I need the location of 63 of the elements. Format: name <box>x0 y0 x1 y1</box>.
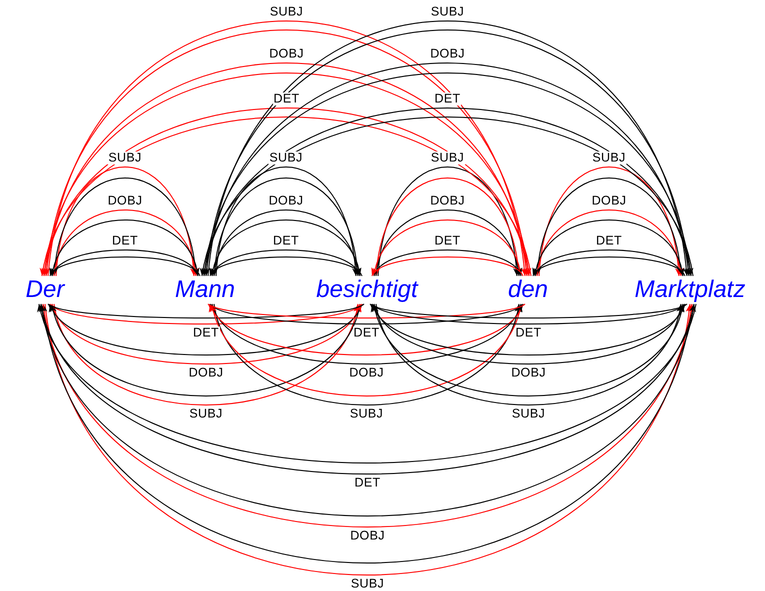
edge-label: DET <box>434 234 462 248</box>
arc-arrow <box>376 210 521 276</box>
arc-arrow <box>50 304 362 324</box>
edge-label: DOBJ <box>106 194 144 208</box>
edge-label: SUBJ <box>591 152 627 164</box>
word-label: Mann <box>174 276 236 304</box>
arc-arrow <box>210 304 524 356</box>
edge-label: DET <box>434 92 462 106</box>
edge-label: DET <box>514 326 542 340</box>
edge-label: DOBJ <box>268 48 305 60</box>
arc-arrow <box>52 250 198 276</box>
word-label: den <box>508 276 548 304</box>
word-label: besichtigt <box>316 276 418 304</box>
arc-arrow <box>50 220 198 276</box>
edge-label: SUBJ <box>268 152 304 164</box>
arc-arrow <box>212 250 360 276</box>
arc-arrow <box>534 250 684 276</box>
edge-label: SUBJ <box>268 6 304 18</box>
arc-arrow <box>52 304 360 364</box>
word-label: Marktplatz <box>634 276 746 304</box>
edge-label: DOBJ <box>429 194 466 208</box>
arc-arrow <box>50 256 200 276</box>
edge-label: DOBJ <box>348 366 385 380</box>
word-label: Der <box>26 276 64 304</box>
arc-arrow <box>210 220 360 276</box>
arc-arrow <box>210 256 362 276</box>
edge-label: DOBJ <box>349 530 386 542</box>
arc-arrow <box>532 256 686 276</box>
edge-label: DET <box>192 326 220 340</box>
arc-arrow <box>372 304 686 356</box>
edge-label: DET <box>354 476 382 490</box>
edge-label: SUBJ <box>188 408 224 420</box>
arc-arrow <box>372 256 524 276</box>
arc-arrow <box>534 220 684 276</box>
arc-arrow <box>536 210 683 276</box>
arc-arrow <box>208 304 526 318</box>
edge-label: SUBJ <box>430 152 466 164</box>
arc-arrow <box>54 210 198 276</box>
edge-label: DOBJ <box>188 366 224 380</box>
edge-label: SUBJ <box>107 152 143 164</box>
arc-arrow <box>50 304 362 356</box>
arc-arrow <box>48 304 364 318</box>
arc-arrow <box>370 304 688 318</box>
arc-arrow <box>210 304 524 324</box>
edge-label: SUBJ <box>430 6 466 18</box>
edge-label: DET <box>272 92 300 106</box>
edge-label: DET <box>272 234 300 248</box>
edge-label: DET <box>352 326 380 340</box>
edge-label: DOBJ <box>510 366 547 380</box>
arc-arrow <box>214 210 360 276</box>
edge-label: DOBJ <box>268 194 304 208</box>
arc-arrow <box>212 304 522 364</box>
edge-label: SUBJ <box>348 408 384 420</box>
arc-arrow <box>372 304 686 324</box>
edge-label: DET <box>111 234 139 248</box>
arc-arrow <box>374 250 522 276</box>
edge-label: SUBJ <box>350 578 386 590</box>
edge-label: DOBJ <box>429 48 466 60</box>
edge-label: DOBJ <box>590 194 628 208</box>
edge-label: DET <box>595 234 623 248</box>
arc-arrow <box>372 220 522 276</box>
arc-arrow <box>374 304 684 364</box>
edge-label: SUBJ <box>510 408 546 420</box>
